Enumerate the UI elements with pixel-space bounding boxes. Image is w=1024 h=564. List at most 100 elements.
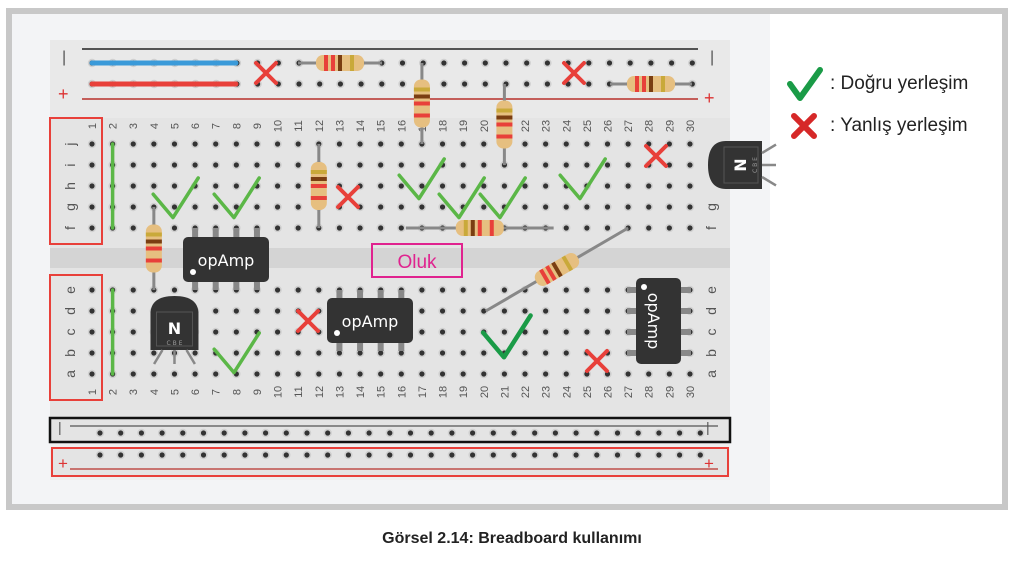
hole bbox=[573, 430, 579, 436]
hole bbox=[366, 452, 372, 458]
check-mark bbox=[437, 176, 486, 220]
hole bbox=[130, 141, 136, 147]
hole bbox=[449, 452, 455, 458]
hole bbox=[419, 183, 425, 189]
column-number: 14 bbox=[355, 386, 367, 398]
hole bbox=[304, 430, 310, 436]
hole bbox=[604, 162, 611, 168]
hole bbox=[522, 350, 528, 356]
resistor-body-group bbox=[413, 79, 430, 128]
resistor-band bbox=[413, 101, 430, 106]
hole bbox=[336, 162, 343, 168]
resistor-body-group bbox=[310, 162, 327, 210]
hole bbox=[316, 287, 322, 293]
hole bbox=[398, 204, 404, 210]
placement-marks bbox=[151, 61, 668, 375]
row-letter: b bbox=[62, 349, 78, 357]
check-icon bbox=[787, 67, 823, 101]
row-letter: c bbox=[703, 329, 719, 336]
hole bbox=[543, 141, 549, 147]
channel-label: Oluk bbox=[397, 252, 437, 273]
hole bbox=[180, 430, 186, 436]
hole bbox=[481, 350, 487, 356]
transistor-lead bbox=[761, 143, 777, 155]
resistor-band bbox=[496, 115, 513, 120]
rail-minus-sign: | bbox=[710, 49, 714, 66]
channel-label-box bbox=[371, 243, 463, 278]
row-letter: g bbox=[62, 203, 78, 211]
hole bbox=[192, 204, 198, 210]
hole bbox=[151, 350, 157, 356]
column-number: 26 bbox=[603, 386, 615, 398]
column-number: 13 bbox=[334, 386, 346, 398]
opamp-pin bbox=[233, 280, 240, 290]
hole bbox=[399, 60, 406, 66]
row-column-labels: ||++||++11223344556677889910101111121213… bbox=[49, 49, 719, 473]
column-number: 16 bbox=[396, 386, 408, 398]
column-number: 27 bbox=[623, 120, 635, 132]
hole bbox=[213, 141, 219, 147]
resistor-band bbox=[310, 170, 327, 174]
opamp-pin bbox=[398, 341, 405, 351]
hole bbox=[439, 141, 446, 147]
hole bbox=[274, 287, 281, 293]
opamp-pin bbox=[627, 329, 639, 335]
hole bbox=[481, 308, 487, 314]
hole bbox=[213, 308, 219, 314]
column-number: 1 bbox=[87, 123, 99, 129]
opamp-pin bbox=[233, 228, 240, 238]
column-number: 9 bbox=[252, 389, 264, 395]
hole bbox=[563, 162, 569, 168]
column-number: 15 bbox=[376, 386, 388, 398]
hole bbox=[151, 183, 157, 189]
hole bbox=[501, 287, 507, 293]
resistor-band bbox=[661, 76, 665, 92]
hole bbox=[625, 204, 631, 210]
row-letter: i bbox=[62, 163, 78, 166]
hole bbox=[118, 452, 124, 458]
opamp-body bbox=[327, 298, 413, 343]
column-number: 11 bbox=[293, 120, 305, 131]
hole bbox=[687, 204, 693, 210]
resistor-band bbox=[545, 265, 557, 281]
hole bbox=[274, 350, 281, 356]
hole bbox=[345, 452, 351, 458]
row-letter: e bbox=[62, 286, 78, 294]
column-number: 30 bbox=[685, 386, 697, 398]
hole bbox=[604, 287, 611, 293]
hole bbox=[378, 183, 384, 189]
column-number: 10 bbox=[273, 386, 285, 398]
hole bbox=[213, 183, 219, 189]
figure-caption: Görsel 2.14: Breadboard kullanımı bbox=[382, 530, 642, 547]
resistor bbox=[310, 144, 327, 228]
hole bbox=[263, 452, 269, 458]
hole bbox=[387, 430, 393, 436]
transistor-body bbox=[708, 141, 762, 189]
hole bbox=[171, 287, 178, 293]
hole bbox=[522, 308, 528, 314]
hole bbox=[604, 183, 611, 189]
column-number: 28 bbox=[644, 386, 656, 398]
rail-plus-sign: + bbox=[704, 88, 715, 108]
row-letter: e bbox=[703, 286, 719, 294]
hole bbox=[439, 308, 446, 314]
hole bbox=[490, 452, 496, 458]
hole bbox=[283, 430, 289, 436]
opamp-pin bbox=[627, 308, 639, 314]
cross-mark bbox=[336, 185, 360, 209]
hole bbox=[462, 81, 468, 87]
hole bbox=[584, 329, 590, 335]
hole bbox=[89, 371, 95, 377]
hole bbox=[419, 162, 425, 168]
hole bbox=[304, 452, 310, 458]
hole bbox=[563, 287, 569, 293]
hole bbox=[543, 308, 549, 314]
hole bbox=[118, 430, 124, 436]
hole bbox=[687, 371, 693, 377]
hole bbox=[606, 60, 613, 66]
hole bbox=[89, 204, 95, 210]
hole bbox=[648, 60, 654, 66]
check-mark bbox=[212, 331, 261, 375]
hole bbox=[213, 329, 219, 335]
hole bbox=[501, 183, 507, 189]
